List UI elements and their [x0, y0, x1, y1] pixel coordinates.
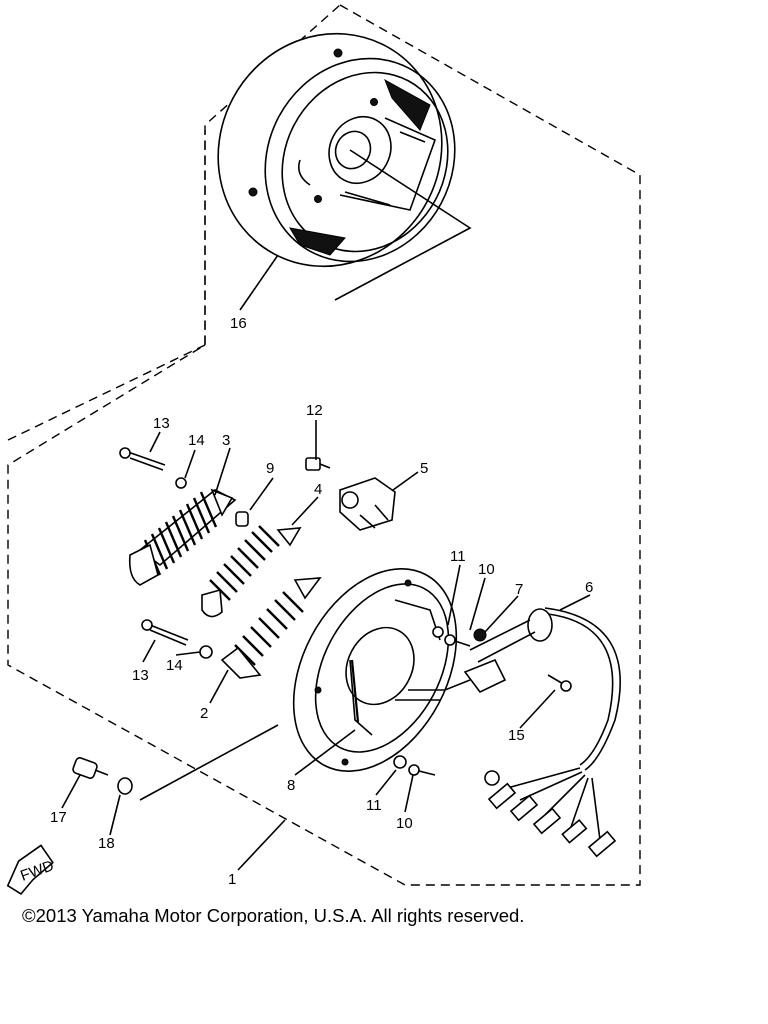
- copyright-notice: ©2013 Yamaha Motor Corporation, U.S.A. A…: [22, 905, 525, 926]
- washer-14-upper-icon: [175, 477, 187, 489]
- callout-18: 18: [98, 835, 115, 852]
- coil-3-icon: [128, 488, 237, 586]
- callout-5: 5: [420, 460, 428, 477]
- callout-1: 1: [228, 871, 236, 888]
- callout-13-upper: 13: [153, 415, 170, 432]
- washer-11-upper-icon: [432, 626, 444, 638]
- parts-diagram: 16 12 13 14 3 9 5 4 11 10 7 6 13 14 2 15…: [6, 4, 641, 896]
- callout-10-lower: 10: [396, 815, 413, 832]
- bolt-17-icon: [72, 757, 109, 779]
- washer-11-lower-icon: [393, 755, 407, 769]
- flywheel-rotor-icon: [217, 32, 472, 301]
- assembly-outline: [7, 4, 641, 886]
- callout-10-upper: 10: [478, 561, 495, 578]
- spacer-9-icon: [235, 511, 249, 527]
- leader-lines: [61, 254, 591, 871]
- callout-14-upper: 14: [188, 432, 205, 449]
- coil-4-icon: [201, 525, 302, 618]
- bolt-12-icon: [305, 457, 331, 471]
- callout-14-lower: 14: [166, 657, 183, 674]
- washer-14-lower-icon: [199, 645, 213, 659]
- screw-15-icon: [547, 674, 572, 692]
- wire-harness-icon: [469, 607, 622, 858]
- callout-4: 4: [314, 481, 322, 498]
- coil-2-icon: [220, 577, 322, 679]
- callout-11-lower: 11: [366, 797, 382, 814]
- callout-6: 6: [585, 579, 593, 596]
- callout-12: 12: [306, 402, 323, 419]
- screw-13-lower-icon: [141, 619, 189, 646]
- bolt-10-upper-icon: [444, 634, 471, 647]
- callout-7: 7: [515, 581, 523, 598]
- screw-13-upper-icon: [119, 447, 166, 471]
- callout-17: 17: [50, 809, 67, 826]
- callout-16: 16: [230, 315, 247, 332]
- washer-18-icon: [117, 777, 133, 795]
- callout-labels: 16 12 13 14 3 9 5 4 11 10 7 6 13 14 2 15…: [50, 315, 593, 888]
- callout-2: 2: [200, 705, 208, 722]
- fwd-arrow-icon: FWD: [6, 844, 56, 896]
- bolt-10-lower-icon: [408, 764, 436, 776]
- wire-clamp-icon: [463, 628, 507, 694]
- callout-3: 3: [222, 432, 230, 449]
- callout-13-lower: 13: [132, 667, 149, 684]
- callout-8: 8: [287, 777, 295, 794]
- callout-11-upper: 11: [450, 548, 466, 565]
- callout-15: 15: [508, 727, 525, 744]
- callout-9: 9: [266, 460, 274, 477]
- pickup-coil-icon: [339, 477, 396, 531]
